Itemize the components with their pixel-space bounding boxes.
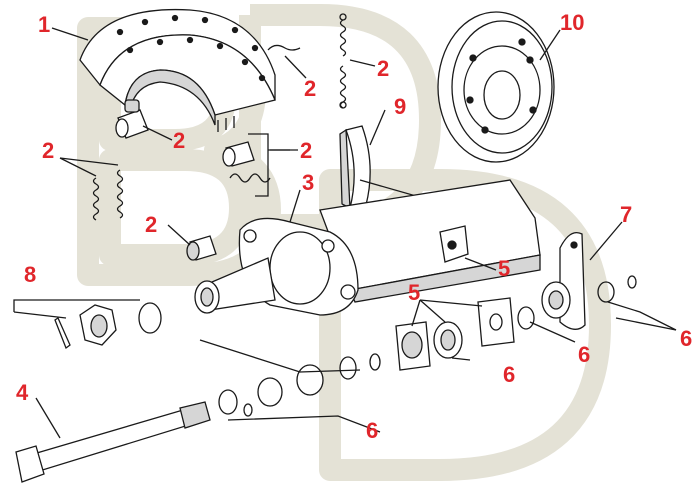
- spring-clip: [267, 44, 301, 51]
- leader-lines: [35, 27, 677, 439]
- anchor-pin-roller: [115, 99, 149, 139]
- callout-6-camshaft-hw: 6: [366, 418, 378, 443]
- slack-adjuster: [541, 231, 586, 330]
- callout-2-anchor-roller: 2: [173, 128, 185, 153]
- roller-and-clip: [222, 133, 290, 197]
- callout-2-springs-top: 2: [377, 56, 389, 81]
- callout-4: 4: [16, 380, 29, 405]
- callout-6-slack-washer: 6: [578, 342, 590, 367]
- dust-shield: [437, 11, 555, 163]
- callout-6-snap-ring: 6: [680, 326, 692, 351]
- callout-2-springs-left: 2: [42, 138, 54, 163]
- callout-9: 9: [394, 94, 406, 119]
- callout-2-roller-clip: 2: [300, 138, 312, 163]
- callout-labels: 1 2 2 2 2 2 2 3 4 5 5 6 6 6 6 7 8 9 10: [16, 10, 692, 443]
- callout-5-bracket-kit: 5: [408, 280, 420, 305]
- brake-shoe: [79, 8, 276, 132]
- return-springs-left: [59, 157, 124, 221]
- callout-2-bushing: 2: [145, 212, 157, 237]
- callout-2-spring-clip: 2: [304, 76, 316, 101]
- callout-1: 1: [38, 12, 50, 37]
- callout-10: 10: [560, 10, 584, 35]
- chamber-bracket: [439, 225, 469, 263]
- axle-spider: [194, 179, 541, 316]
- return-springs-top: [339, 13, 347, 109]
- callout-7: 7: [620, 202, 632, 227]
- callout-8: 8: [24, 262, 36, 287]
- bushing: [186, 235, 217, 261]
- camshaft: [15, 401, 211, 483]
- spindle-nut-kit: [13, 299, 162, 350]
- callout-6-bushing-seal: 6: [503, 362, 515, 387]
- callout-5-chamber-bracket: 5: [498, 256, 510, 281]
- camshaft-bracket-kit: [395, 297, 515, 371]
- callout-3: 3: [302, 170, 314, 195]
